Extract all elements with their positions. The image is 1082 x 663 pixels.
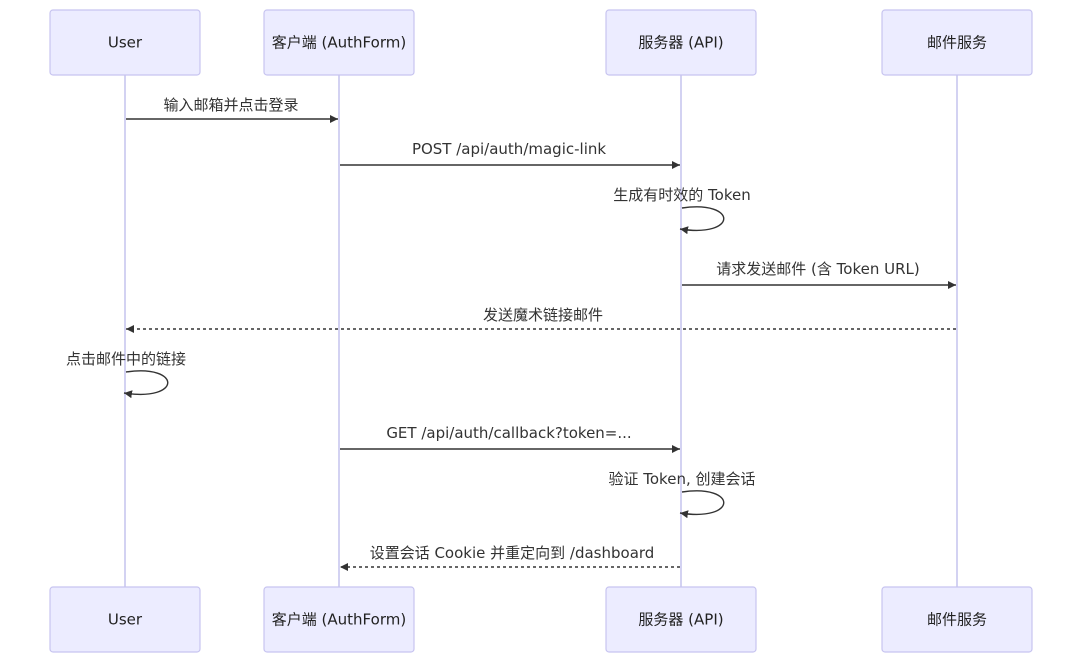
message-9: 设置会话 Cookie 并重定向到 /dashboard xyxy=(340,544,680,571)
actor-server-top-label: 服务器 (API) xyxy=(638,34,723,52)
actor-mail-top: 邮件服务 xyxy=(881,9,1033,76)
actor-user-top-label: User xyxy=(108,34,143,52)
message-7: GET /api/auth/callback?token=... xyxy=(340,424,680,453)
actor-user-top: User xyxy=(49,9,201,76)
actor-mail-bottom: 邮件服务 xyxy=(881,586,1033,653)
actor-client-top-label: 客户端 (AuthForm) xyxy=(272,34,406,52)
message-2: POST /api/auth/magic-link xyxy=(340,140,680,169)
message-5: 发送魔术链接邮件 xyxy=(126,306,956,333)
message-4-label: 请求发送邮件 (含 Token URL) xyxy=(716,260,919,278)
message-8-label: 验证 Token, 创建会话 xyxy=(609,470,756,488)
actor-user-bottom: User xyxy=(49,586,201,653)
message-6-self-arrow xyxy=(123,370,169,399)
message-7-label: GET /api/auth/callback?token=... xyxy=(386,424,631,442)
message-5-label: 发送魔术链接邮件 xyxy=(483,306,603,324)
actor-client-bottom-label: 客户端 (AuthForm) xyxy=(272,611,406,629)
actor-server-bottom-label: 服务器 (API) xyxy=(638,611,723,629)
message-8: 验证 Token, 创建会话 xyxy=(609,470,756,519)
message-9-label: 设置会话 Cookie 并重定向到 /dashboard xyxy=(370,544,655,562)
actor-server-bottom: 服务器 (API) xyxy=(605,586,757,653)
message-3: 生成有时效的 Token xyxy=(613,186,751,235)
message-3-self-arrow xyxy=(679,206,725,235)
actor-client-top: 客户端 (AuthForm) xyxy=(263,9,415,76)
message-8-self-arrow xyxy=(679,490,725,519)
message-6-label: 点击邮件中的链接 xyxy=(66,350,186,368)
message-3-label: 生成有时效的 Token xyxy=(613,186,750,204)
actor-mail-top-label: 邮件服务 xyxy=(927,34,987,52)
message-1: 输入邮箱并点击登录 xyxy=(126,96,338,123)
message-2-label: POST /api/auth/magic-link xyxy=(412,140,606,158)
message-4: 请求发送邮件 (含 Token URL) xyxy=(682,260,956,289)
actor-user-bottom-label: User xyxy=(108,611,143,629)
message-6: 点击邮件中的链接 xyxy=(66,350,186,399)
message-1-label: 输入邮箱并点击登录 xyxy=(163,96,298,114)
actor-client-bottom: 客户端 (AuthForm) xyxy=(263,586,415,653)
actor-mail-bottom-label: 邮件服务 xyxy=(927,611,987,629)
actor-server-top: 服务器 (API) xyxy=(605,9,757,76)
